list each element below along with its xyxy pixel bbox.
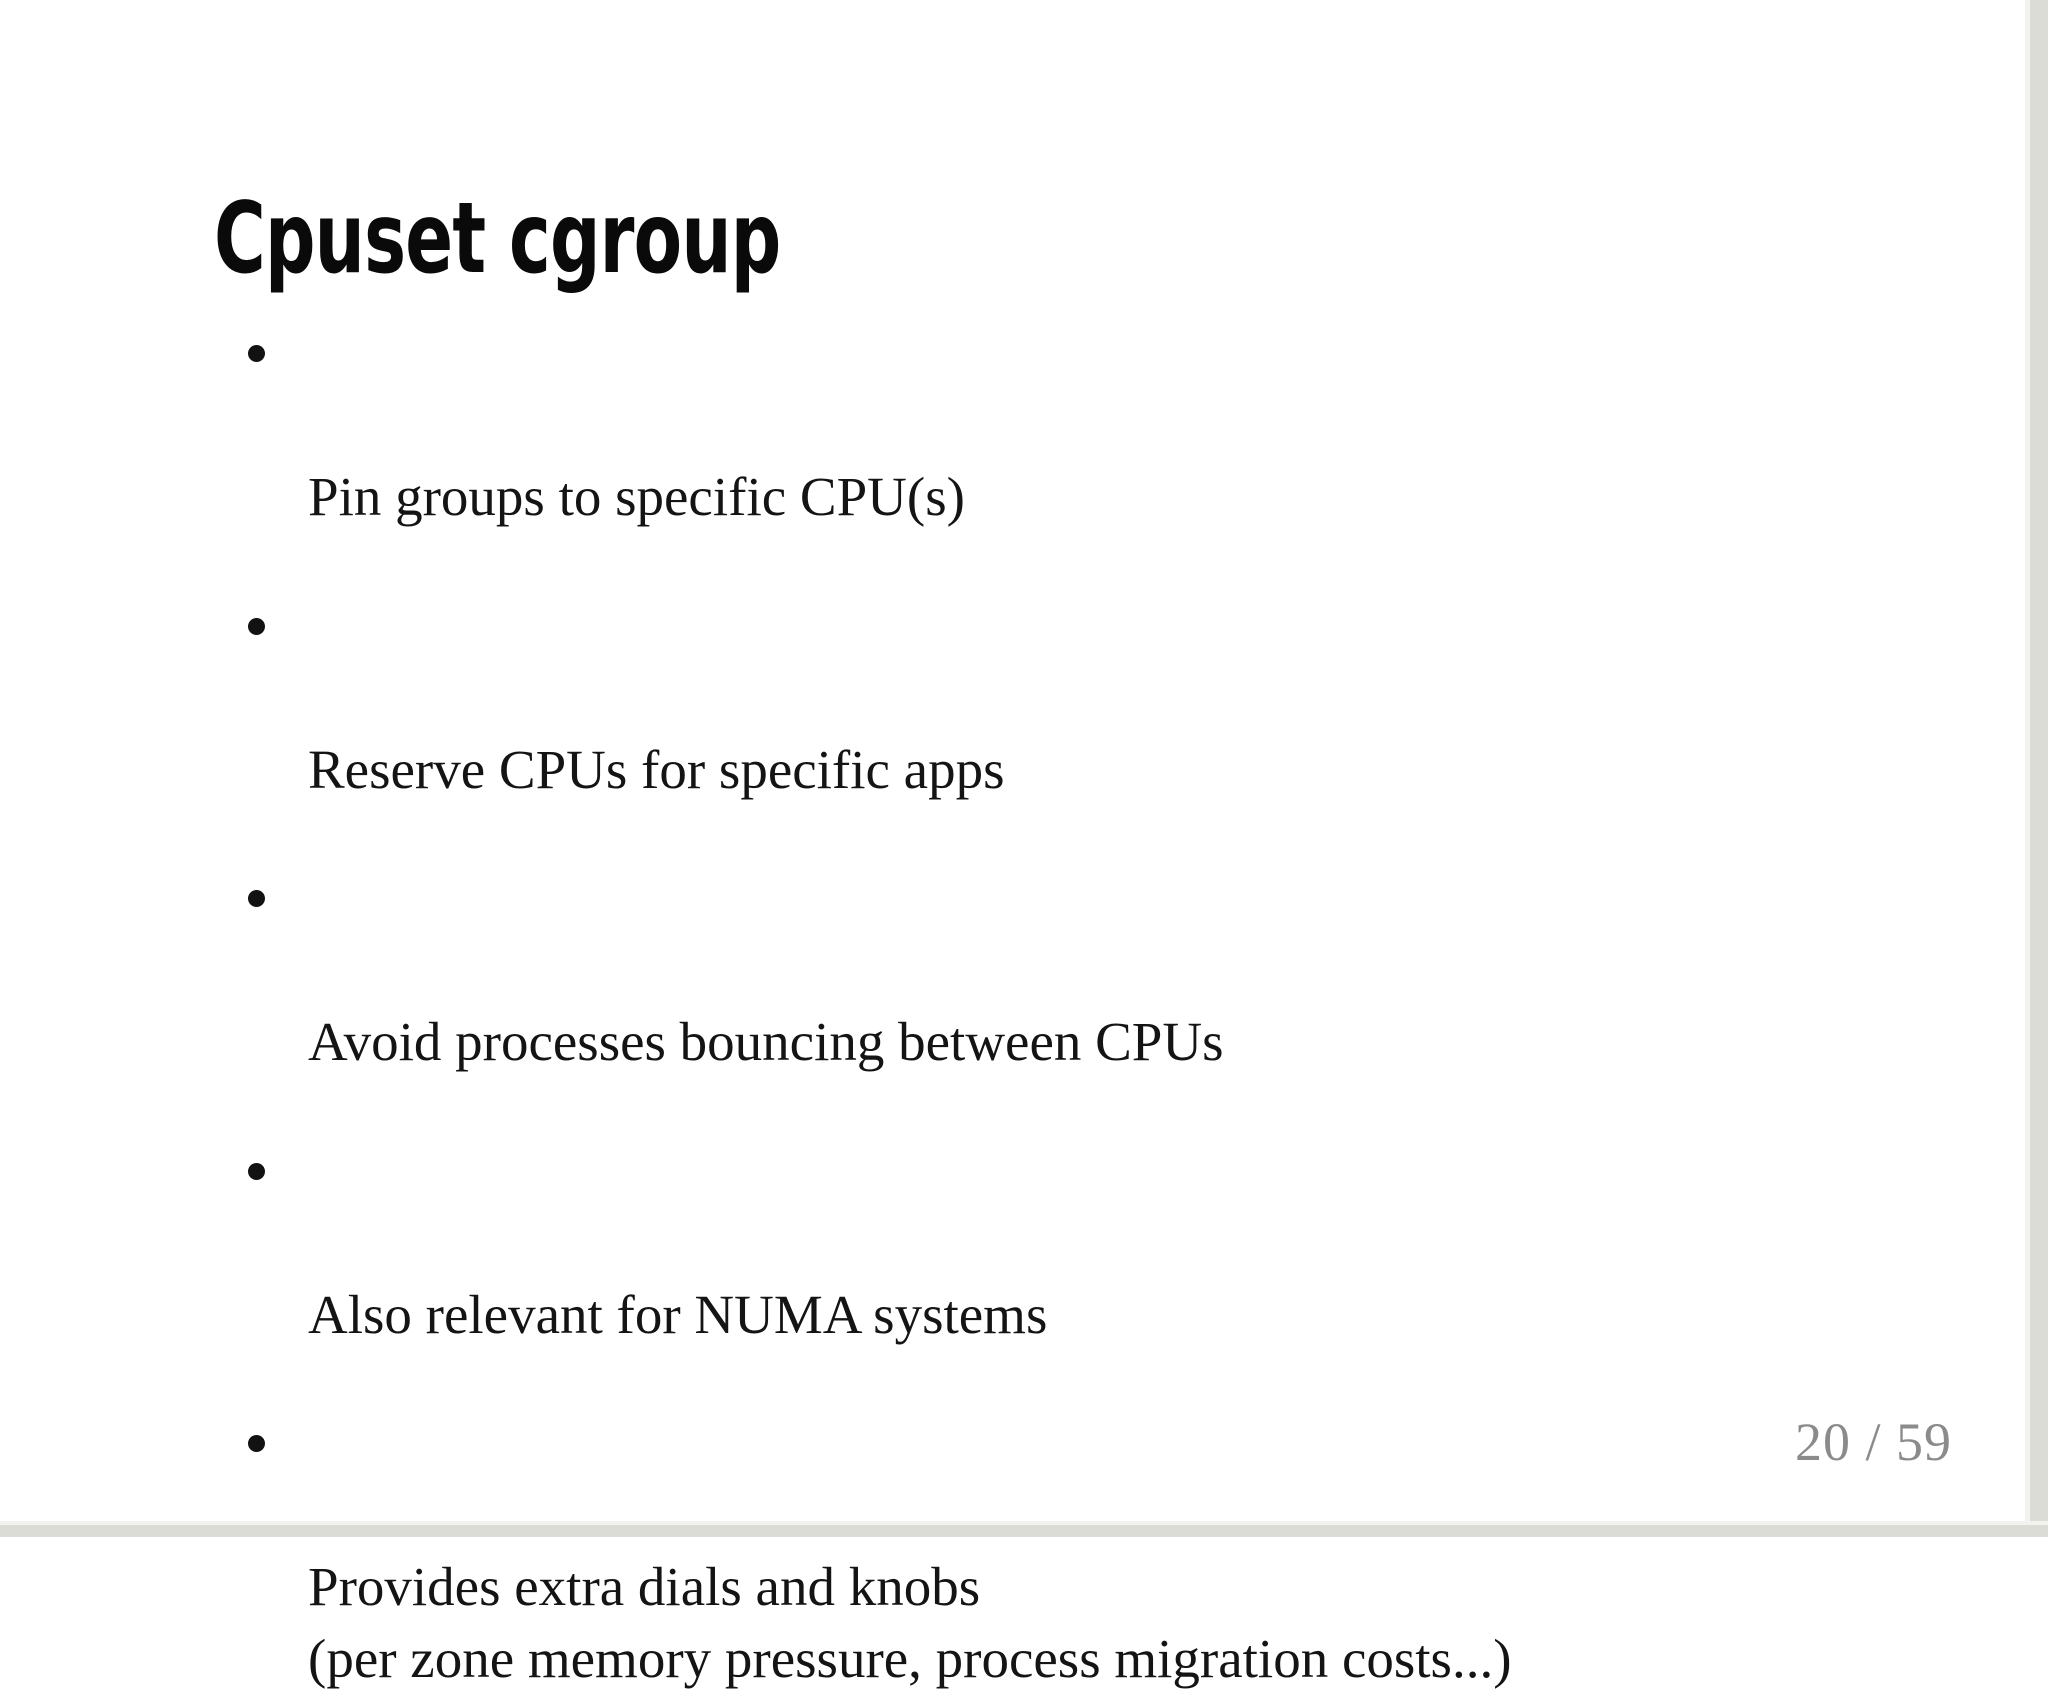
list-item-text: Provides extra dials and knobs (per zone… [308,1556,1512,1689]
list-item: Avoid processes bouncing between CPUs [240,863,1940,1078]
slide-edge-highlight-right [2025,0,2030,1537]
list-item-text: Also relevant for NUMA systems [308,1283,1048,1345]
list-item: Reserve CPUs for specific apps [240,591,1940,806]
slide-edge-highlight-bottom [0,1521,2048,1525]
slide-title: Cpuset cgroup [214,181,781,296]
bullet-dot-icon [248,1162,265,1180]
page-indicator: 20 / 59 [1794,1412,1952,1472]
list-item-text: Reserve CPUs for specific apps [308,738,1005,800]
list-item: Pin groups to specific CPU(s) [240,318,1940,533]
bullet-list: Pin groups to specific CPU(s) Reserve CP… [240,318,1940,1694]
list-item-text: Pin groups to specific CPU(s) [308,466,965,527]
slide-edge-shadow-bottom [0,1525,2048,1537]
list-item: Provides extra dials and knobs (per zone… [240,1408,1940,1694]
slide-edge-shadow-right [2030,0,2048,1537]
bullet-dot-icon [248,890,265,907]
bullet-dot-icon [248,345,265,362]
list-item-text: Avoid processes bouncing between CPUs [308,1011,1224,1072]
list-item: Also relevant for NUMA systems [240,1136,1940,1351]
bullet-dot-icon [248,1435,265,1452]
bullet-dot-icon [248,617,265,635]
